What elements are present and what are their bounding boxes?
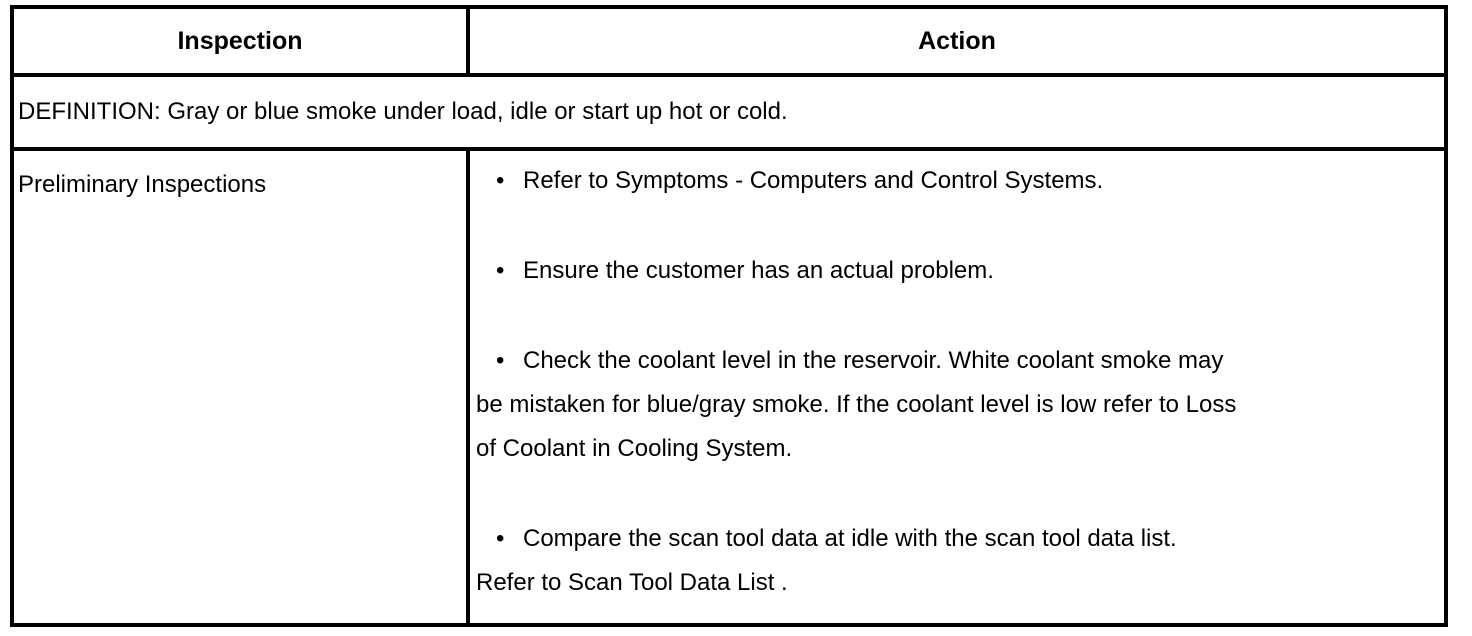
action-item: •Check the coolant level in the reservoi… [476, 339, 1434, 471]
inspection-action-table: Inspection Action DEFINITION: Gray or bl… [10, 5, 1448, 627]
action-item-text: Compare the scan tool data at idle with … [476, 525, 1177, 596]
table-header-row: Inspection Action [14, 9, 1444, 77]
bullet-icon: • [496, 167, 505, 194]
action-item: •Compare the scan tool data at idle with… [476, 517, 1434, 605]
action-item: • Ensure the customer has an actual probl… [476, 249, 1434, 293]
bullet-icon: • [496, 257, 505, 284]
definition-text: DEFINITION: Gray or blue smoke under loa… [18, 98, 788, 125]
bullet-icon: • [496, 347, 505, 374]
bullet-icon: • [496, 525, 505, 552]
inspection-label: Preliminary Inspections [18, 171, 267, 198]
action-item-text: Refer to Symptoms - Computers and Contro… [523, 167, 1104, 194]
header-cell-action: Action [918, 26, 996, 55]
action-cell: • Refer to Symptoms - Computers and Contr… [470, 151, 1444, 623]
action-item-text: Check the coolant level in the reservoir… [476, 347, 1237, 462]
action-item-text: Ensure the customer has an actual proble… [523, 257, 994, 284]
action-item: • Refer to Symptoms - Computers and Contr… [476, 159, 1434, 203]
header-cell-inspection: Inspection [14, 9, 470, 73]
definition-row: DEFINITION: Gray or blue smoke under loa… [14, 77, 1444, 151]
body-row: Preliminary Inspections • Refer to Sympto… [14, 151, 1444, 623]
inspection-cell: Preliminary Inspections [14, 151, 470, 623]
